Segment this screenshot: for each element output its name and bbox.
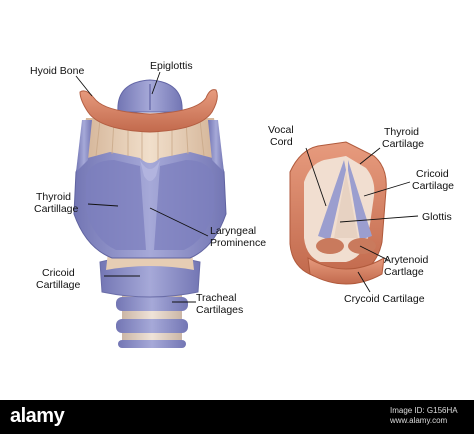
watermark-footer: alamy Image ID: G156HA www.alamy.com [0, 400, 474, 434]
label-vocal-line1: Vocal [268, 124, 294, 136]
arytenoid-left [316, 238, 344, 254]
cricoid-base [307, 257, 385, 285]
larynx-superior-view [289, 141, 387, 285]
label-cricoid-left-line1: Cricoid [42, 267, 75, 279]
label-tracheal-line2: Cartilages [196, 304, 244, 316]
tracheal-ring [116, 297, 188, 311]
thyroid-lamina-left [86, 160, 146, 250]
superior-horn-right [208, 120, 224, 172]
thyroid-lamina-right [154, 160, 214, 250]
larynx-illustration [73, 71, 419, 348]
label-thyroid-left-line1: Thyroid [36, 191, 72, 203]
tracheal-ring [116, 319, 188, 333]
label-thyroid-right-line1: Thyroid [384, 126, 420, 138]
label-cricoid-left-line2: Cartillage [36, 279, 81, 291]
label-thyroid-left-line2: Cartillage [34, 203, 79, 215]
diagram-canvas: Hyoid Bone Epiglottis Thyroid Cartillage… [30, 60, 455, 348]
leader-lines [75, 71, 419, 303]
label-cricoid-right-line2: Cartilage [412, 180, 455, 192]
laryngeal-notch [140, 160, 160, 181]
label-epiglottis: Epiglottis [150, 60, 193, 72]
label-laryngeal-line2: Prominence [210, 237, 267, 249]
image-id-text: Image ID: G156HA [390, 406, 458, 415]
label-thyroid-right-line2: Cartilage [382, 138, 425, 150]
site-url-text: www.alamy.com [390, 416, 448, 425]
label-hyoid-bone: Hyoid Bone [30, 65, 85, 77]
label-laryngeal-line1: Laryngeal [210, 225, 257, 237]
vocal-fold-left [318, 160, 346, 240]
label-arytenoid-line2: Cartlage [384, 266, 424, 278]
hyoid-bone [79, 89, 218, 133]
label-tracheal-line1: Tracheal [196, 292, 237, 304]
larynx-anterior-view [73, 79, 227, 348]
label-vocal-line2: Cord [270, 136, 293, 148]
thyrohyoid-membrane [80, 118, 220, 163]
label-crycoid-cartilage: Crycoid Cartilage [344, 293, 425, 305]
label-glottis: Glottis [422, 211, 452, 223]
label-cricoid-right-line1: Cricoid [416, 168, 449, 180]
label-arytenoid-line1: Arytenoid [384, 254, 429, 266]
image-id-block: Image ID: G156HA www.alamy.com [390, 406, 458, 426]
brand-logo: alamy [10, 405, 65, 427]
tracheal-ring [118, 340, 186, 348]
superior-horn-left [76, 120, 92, 172]
